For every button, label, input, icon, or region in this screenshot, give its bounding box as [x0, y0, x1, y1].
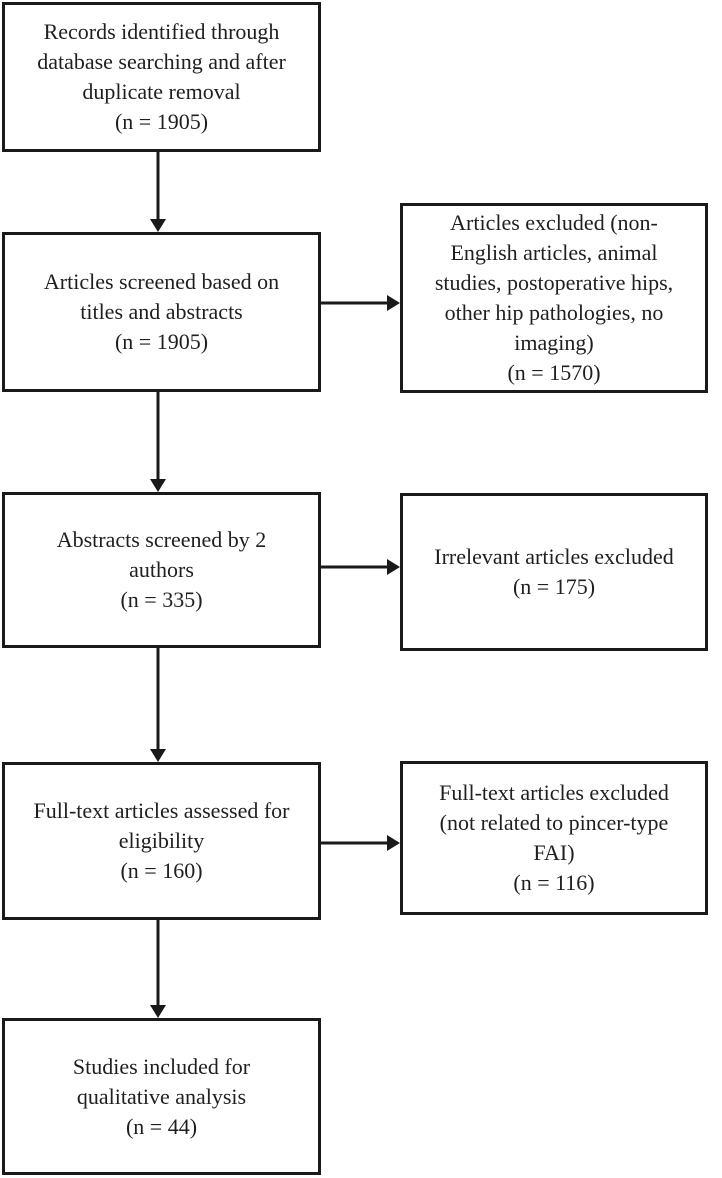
- box-abstracts-screened-count: (n = 335): [120, 587, 203, 612]
- box-irrelevant-articles-excluded-count: (n = 175): [512, 574, 596, 599]
- arrow-down-icon: [150, 749, 166, 762]
- arrow-right-screened-to-excluded: [321, 295, 400, 311]
- box-abstracts-screened-label: Abstracts screened by 2 authors: [56, 527, 267, 582]
- box-full-text-articles-excluded: Full-text articles excluded (not related…: [400, 761, 708, 915]
- arrow-down-icon: [150, 219, 166, 232]
- box-records-identified-count: (n = 1905): [114, 109, 209, 134]
- box-irrelevant-articles-excluded: Irrelevant articles excluded (n = 175): [400, 493, 708, 651]
- arrow-right-icon: [387, 835, 400, 851]
- arrow-shaft: [156, 648, 160, 752]
- arrow-down-icon: [150, 1005, 166, 1018]
- arrow-shaft: [321, 841, 390, 845]
- arrow-down-abstracts-to-fulltext: [150, 648, 166, 762]
- arrow-shaft: [156, 392, 160, 482]
- box-abstracts-screened: Abstracts screened by 2 authors (n = 335…: [2, 492, 321, 648]
- box-full-text-assessed-label: Full-text articles assessed for eligibil…: [33, 798, 290, 853]
- box-full-text-articles-excluded-count: (n = 116): [513, 870, 595, 895]
- box-records-identified: Records identified through database sear…: [2, 2, 321, 152]
- arrow-down-fulltext-to-included: [150, 920, 166, 1018]
- box-full-text-assessed: Full-text articles assessed for eligibil…: [2, 762, 321, 920]
- box-studies-included: Studies included for qualitative analysi…: [2, 1018, 321, 1175]
- box-articles-excluded-screening: Articles excluded (non- English articles…: [400, 203, 708, 393]
- arrow-right-fulltext-to-excluded: [321, 835, 400, 851]
- arrow-down-icon: [150, 479, 166, 492]
- arrow-right-icon: [387, 559, 400, 575]
- arrow-right-abstracts-to-irrelevant: [321, 559, 400, 575]
- box-full-text-assessed-count: (n = 160): [120, 858, 203, 883]
- box-articles-excluded-screening-label: Articles excluded (non- English articles…: [434, 210, 674, 355]
- arrow-right-icon: [387, 295, 400, 311]
- box-records-identified-label: Records identified through database sear…: [37, 19, 286, 104]
- box-studies-included-label: Studies included for qualitative analysi…: [72, 1053, 251, 1109]
- box-studies-included-count: (n = 44): [125, 1113, 198, 1139]
- box-full-text-articles-excluded-label: Full-text articles excluded (not related…: [439, 780, 669, 865]
- box-titles-abstracts-screened-count: (n = 1905): [114, 329, 209, 354]
- box-titles-abstracts-screened: Articles screened based on titles and ab…: [2, 232, 321, 392]
- box-titles-abstracts-screened-label: Articles screened based on titles and ab…: [43, 269, 280, 324]
- box-articles-excluded-screening-count: (n = 1570): [507, 360, 601, 385]
- box-irrelevant-articles-excluded-label: Irrelevant articles excluded: [434, 544, 674, 569]
- arrow-down-identified-to-screened: [150, 152, 166, 232]
- arrow-shaft: [321, 565, 390, 569]
- arrow-shaft: [321, 301, 390, 305]
- arrow-down-screened-to-abstracts: [150, 392, 166, 492]
- arrow-shaft: [156, 152, 160, 222]
- arrow-shaft: [156, 920, 160, 1008]
